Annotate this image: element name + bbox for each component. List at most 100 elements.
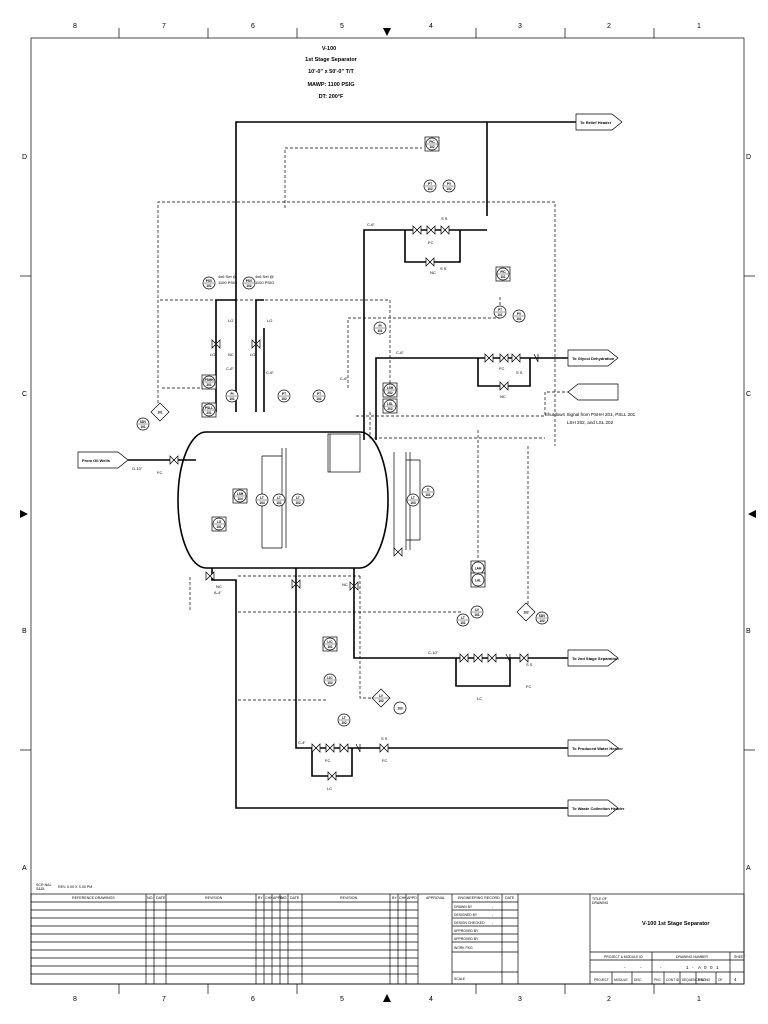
instrument-number: 201 xyxy=(206,383,212,387)
title-block-text: SCR.NAL S&DL REV. 0.00 X S.00 PM REFEREN… xyxy=(36,883,745,982)
tag-fc: FC xyxy=(157,470,162,475)
row-label: C xyxy=(22,391,27,398)
vessel-header: V-100 1st Stage Separator 10'-0" x 50'-0… xyxy=(305,46,358,100)
col-label: 7 xyxy=(162,23,166,30)
pipe-water: C-4" xyxy=(298,740,306,745)
drawing-number-mark: - xyxy=(660,965,662,970)
tag-lo: LO xyxy=(210,352,215,357)
instrument-number: 102 xyxy=(523,611,529,615)
row-label: A xyxy=(746,865,751,872)
col-label: 2 xyxy=(607,23,611,30)
instrument-number: 101 xyxy=(206,284,212,288)
psv-set-a: 4x6 Set @ xyxy=(218,274,237,279)
instrument-number: 103 xyxy=(410,501,416,505)
hdr-by: BY xyxy=(258,896,263,900)
stream-inlet: From Oil Wells xyxy=(82,458,111,463)
tag-ss: S S xyxy=(516,370,523,375)
tag-lo: LO xyxy=(267,318,272,323)
stream-gas: To Glycol Dehydration xyxy=(572,356,615,361)
drawing-number-mark: 0 xyxy=(710,965,713,970)
shutdown-note: Shutdown Signal from PSHH 201, PSLL 201 … xyxy=(545,412,636,425)
instrument-layer: PSV101PSV102SDV101101PSHH201PSLL201PI101… xyxy=(136,136,549,727)
valve-tags: FC FC FC FC FC FC NC NC NC NC NC LO LO L… xyxy=(157,216,533,791)
rec-row: APPROVED BY xyxy=(454,929,479,933)
instrument-ind-103: 103 xyxy=(393,701,407,715)
bottom-label: MODULE xyxy=(614,978,628,982)
col-label: 4 xyxy=(429,23,433,30)
note-a: SCR.NAL xyxy=(36,883,52,887)
instrument-number: 101 xyxy=(516,317,522,321)
hdr-chk: CHK xyxy=(265,896,273,900)
instrument-tag: PSV xyxy=(246,279,253,283)
level-bridles xyxy=(261,448,421,550)
instrument-ind-102: 102 xyxy=(516,602,536,622)
tag-ss: S S xyxy=(440,266,447,271)
bottom-label: 4 xyxy=(734,977,737,982)
bottom-label: REV NO xyxy=(698,978,711,982)
hdr-by-2: BY xyxy=(392,896,397,900)
instrument-number: 102 xyxy=(327,681,333,685)
pipe-gas-mid: C-6" xyxy=(396,350,404,355)
instrument-tag: LIC xyxy=(327,676,333,680)
pipe-inlet: G-10" xyxy=(132,466,143,471)
tag-lc: LC xyxy=(327,786,332,791)
pipe-oil: C-10" xyxy=(428,650,439,655)
bottom-label: DISC xyxy=(634,978,642,982)
rec-row: APPROVED BY xyxy=(454,937,479,941)
instrument-tag: SDV xyxy=(140,420,147,424)
bottom-label: SEQUENCE NO. xyxy=(682,978,707,982)
instrument-number: 101 xyxy=(460,621,466,625)
instrument-number: 102 xyxy=(246,284,252,288)
rec-mark: - xyxy=(492,920,494,925)
bottom-label: CONT ID xyxy=(666,978,680,982)
drawing-number-mark: 1 xyxy=(716,965,719,970)
inlet-arrow xyxy=(77,451,129,469)
drawing-number-mark: - xyxy=(692,965,694,970)
drawing-title: V-100 1st Stage Separator xyxy=(642,921,710,927)
instrument-tag: LSL xyxy=(387,402,393,406)
instrument-number: 101 xyxy=(316,397,322,401)
rec-row: DESIGN CHECKED xyxy=(454,921,485,925)
instrument-number: 101 xyxy=(377,329,383,333)
tag-ss: S S xyxy=(381,736,388,741)
title-of-label: TITLE OF xyxy=(592,897,607,901)
instrument-number: 104 xyxy=(259,501,265,505)
instrument-tag: LSH xyxy=(387,386,394,390)
col-label: 1 xyxy=(697,23,701,30)
instrument-number: 104 xyxy=(237,497,243,501)
instrument-ind-101: 101 xyxy=(150,402,170,422)
instrument-tag: LT xyxy=(277,496,281,500)
psv-set-b: 4x6 Set @ xyxy=(255,274,274,279)
hdr-appd: APPD xyxy=(273,896,283,900)
drawing-number-label: DRAWING NUMBER xyxy=(676,955,708,959)
instrument-tag: PSV xyxy=(206,279,213,283)
pipe-labels: G-10" C-6" C-6" C-6" C-6" C-6" A-4" C-10… xyxy=(132,222,439,745)
instrument-tag: PIC xyxy=(429,140,435,144)
drawing-number-mark: A xyxy=(698,965,701,970)
instrument-number: 101 xyxy=(276,501,282,505)
instrument-tag: TI xyxy=(427,488,430,492)
instrument-tag: PV xyxy=(517,312,522,316)
title-of-label: DRAWING xyxy=(592,901,609,905)
instrument-tag: SDV xyxy=(539,614,546,618)
instrument-number: 102 xyxy=(341,721,347,725)
instrument-number: 102 xyxy=(378,699,384,703)
stream-oil: To 2nd Stage Separation xyxy=(572,656,619,661)
drawing-number-mark: - xyxy=(624,965,626,970)
tag-nc: NC xyxy=(430,270,436,275)
instrument-tag: LG xyxy=(217,520,222,524)
